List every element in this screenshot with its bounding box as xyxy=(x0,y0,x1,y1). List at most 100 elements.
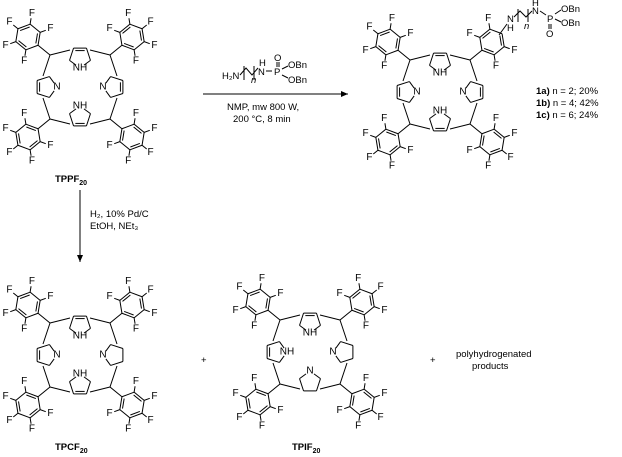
tpif20-ring1-fluorine-2: F xyxy=(355,273,361,284)
tpcf20-ring2-fluorine-2: F xyxy=(29,423,35,434)
tpif20-ring0-fluorine-5: F xyxy=(277,288,283,299)
sidechain-nh-label: N xyxy=(507,14,514,25)
reagent-o-label: O xyxy=(274,53,281,64)
plus-sign-2: + xyxy=(430,355,436,366)
tpcf20-ring3-fluorine-2: F xyxy=(151,391,157,402)
tpcf20-ring1-fluorine-5: F xyxy=(133,323,139,334)
tpif20-n-right: N xyxy=(329,347,336,358)
tpcf20-ring3-fluorine-4: F xyxy=(125,423,131,434)
side-products-line2: products xyxy=(472,361,509,372)
tpif20-ring1-fluorine-3: F xyxy=(378,281,384,292)
reagent-amine-label: H₂N xyxy=(222,71,240,82)
product1-ring2-fluorine-1: F xyxy=(407,145,413,156)
sidechain-h-label: H xyxy=(507,23,514,34)
reaction1-conditions-line2: 200 °C, 8 min xyxy=(233,114,291,125)
compound-name-tpif20: TPIF20 xyxy=(292,442,320,455)
tpcf20-ring1-fluorine-4: F xyxy=(151,308,157,319)
reagent-n-label: n xyxy=(251,75,256,86)
tpcf20-skeleton xyxy=(10,286,150,424)
tppf20-ring3-fluorine-5: F xyxy=(106,140,112,151)
tppf20-ring2-fluorine-2: F xyxy=(29,155,35,166)
compound-name-tppf20: TPPF20 xyxy=(55,174,87,187)
product1-ring1-fluorine-2: F xyxy=(485,13,491,24)
tppf20-ring3-fluorine-1: F xyxy=(133,108,139,119)
tpcf20-ring1-fluorine-2: F xyxy=(125,276,131,287)
product1-n-left: N xyxy=(413,87,420,98)
tpcf20-ring2-fluorine-1: F xyxy=(47,408,53,419)
reagent-aminophosphoramidate: H₂N n N H P O OBn OBn xyxy=(222,53,307,86)
tppf20-ring0-fluorine-2: F xyxy=(2,40,8,51)
tpif20-ring3-fluorine-4: F xyxy=(355,420,361,431)
product1-n-right: N xyxy=(459,87,466,98)
product1-ring0-fluorine-4: F xyxy=(389,13,395,24)
product1-n-bottom: NH xyxy=(433,106,447,117)
product1-ring1-fluorine-5: F xyxy=(493,60,499,71)
tppf20-ring3-fluorine-2: F xyxy=(151,123,157,134)
tpif20-ring2-fluorine-1: F xyxy=(277,405,283,416)
tppf20-skeleton xyxy=(10,18,150,156)
product1-ring1-fluorine-1: F xyxy=(466,28,472,39)
product-sidechain: N H n N H P O OBn OBn xyxy=(507,0,580,40)
tpif20-ring0-fluorine-2: F xyxy=(232,305,238,316)
tpif20-n-left: NH xyxy=(280,347,294,358)
product1-ring3-fluorine-1: F xyxy=(493,113,499,124)
tppf20-ring1-fluorine-2: F xyxy=(125,8,131,19)
tpif20-ring3-fluorine-2: F xyxy=(381,388,387,399)
compound-name-tpcf20: TPCF20 xyxy=(55,442,88,455)
tpif20-ring1-fluorine-4: F xyxy=(381,305,387,316)
tpif20-ring1-fluorine-1: F xyxy=(336,288,342,299)
tppf20-n-left: N xyxy=(53,82,60,93)
tpcf20-ring0-fluorine-1: F xyxy=(21,323,27,334)
product1-ring3-fluorine-3: F xyxy=(508,152,514,163)
tpcf20-ring3-fluorine-3: F xyxy=(148,415,154,426)
tppf20-ring3-fluorine-3: F xyxy=(148,147,154,158)
tpif20-n-bottom: N xyxy=(306,366,313,377)
tpcf20-n-left: N xyxy=(53,350,60,361)
product-1c: 1c) n = 6; 24% xyxy=(536,110,599,121)
tpif20-ring1-fluorine-5: F xyxy=(363,320,369,331)
tppf20-ring2-fluorine-3: F xyxy=(6,147,12,158)
tpif20-ring0-fluorine-3: F xyxy=(236,281,242,292)
tpif20-ring2-fluorine-4: F xyxy=(232,388,238,399)
product1-ring2-fluorine-2: F xyxy=(389,160,395,171)
product1-n-top: NH xyxy=(433,68,447,79)
tpcf20-ring2-fluorine-4: F xyxy=(2,391,8,402)
molecule-drawings xyxy=(10,18,510,424)
tppf20-n-bottom: NH xyxy=(73,101,87,112)
tppf20-ring1-fluorine-4: F xyxy=(151,40,157,51)
reaction1-conditions-line1: NMP, mw 800 W, xyxy=(227,102,299,113)
tpif20-ring3-fluorine-3: F xyxy=(378,412,384,423)
sidechain-obn1-label: OBn xyxy=(561,4,580,15)
product1-ring3-fluorine-2: F xyxy=(511,128,517,139)
tppf20-ring0-fluorine-1: F xyxy=(21,55,27,66)
tpif20-ring3-fluorine-1: F xyxy=(363,373,369,384)
tpcf20-ring3-fluorine-1: F xyxy=(133,376,139,387)
product1-ring2-fluorine-3: F xyxy=(366,152,372,163)
side-products-line1: polyhydrogenated xyxy=(456,349,532,360)
tpif20-ring2-fluorine-2: F xyxy=(259,420,265,431)
tpif20-ring2-fluorine-5: F xyxy=(251,373,257,384)
reagent-obn2-label: OBn xyxy=(288,75,307,86)
tpif20-skeleton xyxy=(240,283,380,421)
product1-ring3-fluorine-5: F xyxy=(466,145,472,156)
tpif20-ring0-fluorine-1: F xyxy=(251,320,257,331)
reagent-h-label: H xyxy=(259,58,266,69)
tppf20-ring1-fluorine-5: F xyxy=(133,55,139,66)
tpcf20-ring1-fluorine-1: F xyxy=(106,291,112,302)
product-1b: 1b) n = 4; 42% xyxy=(536,98,599,109)
tpcf20-ring1-fluorine-3: F xyxy=(148,284,154,295)
tpcf20-n-right: N xyxy=(99,350,106,361)
product1-ring0-fluorine-3: F xyxy=(366,21,372,32)
tpif20-ring0-fluorine-4: F xyxy=(259,273,265,284)
tppf20-n-top: NH xyxy=(73,63,87,74)
reagent-nh-label: N xyxy=(258,67,265,78)
product1-ring0-fluorine-2: F xyxy=(362,45,368,56)
reagent-p-label: P xyxy=(274,67,280,78)
tpcf20-ring2-fluorine-5: F xyxy=(21,376,27,387)
tppf20-ring0-fluorine-3: F xyxy=(6,16,12,27)
sidechain-n-label: n xyxy=(524,21,529,32)
tpcf20-ring3-fluorine-5: F xyxy=(106,408,112,419)
sidechain-o-label: O xyxy=(546,29,553,40)
